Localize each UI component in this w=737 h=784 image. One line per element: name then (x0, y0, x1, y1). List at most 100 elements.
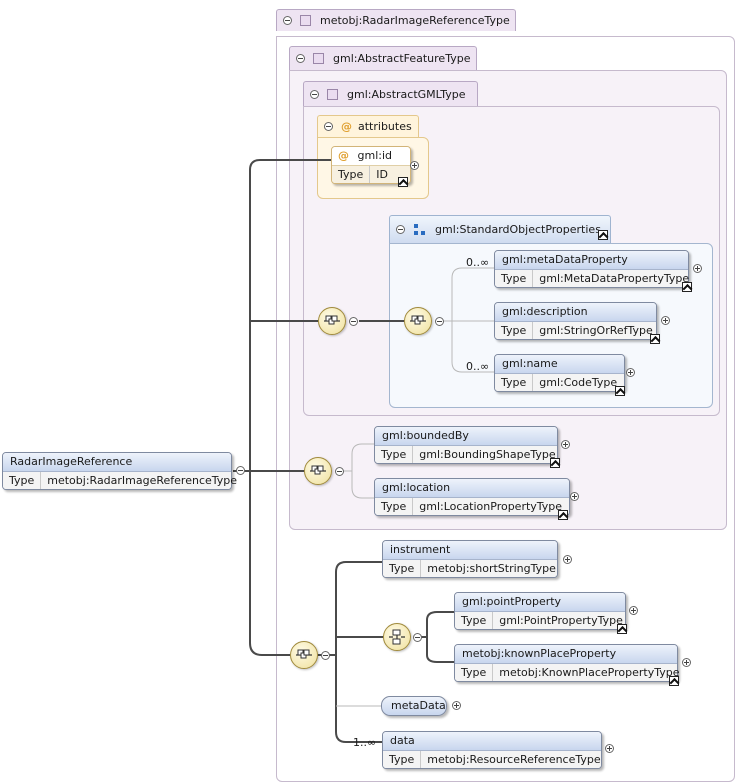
type-value: gml:CodeType (539, 376, 618, 389)
container-label: gml:AbstractFeatureType (333, 52, 471, 65)
sequence-compositor-radar-type[interactable] (290, 641, 318, 669)
sequence-icon (296, 649, 312, 659)
element-header: RadarImageReference (3, 453, 231, 472)
collapse-icon[interactable] (236, 466, 245, 475)
cardinality-label: 0..∞ (466, 256, 490, 269)
collapse-icon[interactable] (349, 317, 358, 326)
type-value: metobj:KnownPlacePropertyType (499, 666, 680, 679)
element-instrument[interactable]: instrument Type metobj:shortStringType (382, 540, 558, 578)
go-to-definition-icon[interactable] (550, 458, 560, 468)
expand-icon[interactable] (410, 161, 419, 170)
expand-icon[interactable] (682, 658, 691, 667)
go-to-definition-icon[interactable] (615, 386, 625, 396)
complex-type-icon (300, 15, 311, 26)
expand-icon[interactable] (561, 440, 570, 449)
collapse-icon[interactable] (335, 467, 344, 476)
type-value: metobj:ResourceReferenceType (427, 753, 601, 766)
go-to-definition-icon[interactable] (669, 676, 679, 686)
expand-icon[interactable] (452, 701, 461, 710)
element-meta-data[interactable]: metaData (381, 696, 447, 716)
element-data[interactable]: data Type metobj:ResourceReferenceType (382, 731, 602, 769)
element-name: RadarImageReference (10, 455, 133, 468)
cardinality-label: 0..∞ (466, 360, 490, 373)
type-key: Type (375, 446, 414, 463)
thin-wires (336, 267, 494, 707)
type-key: Type (495, 374, 534, 391)
element-name: gml:metaDataProperty (502, 253, 628, 266)
thick-wires (233, 159, 454, 743)
element-name: metaData (391, 699, 446, 712)
element-name: gml:location (382, 481, 451, 494)
sequence-compositor-standard-object-properties[interactable] (404, 307, 432, 335)
attribute-gml-id[interactable]: @ gml:id Type ID (331, 146, 411, 187)
collapse-icon[interactable] (283, 16, 292, 25)
abstract-feature-type-header[interactable]: gml:AbstractFeatureType (289, 46, 477, 70)
expand-icon[interactable] (605, 744, 614, 753)
collapse-icon[interactable] (435, 317, 444, 326)
element-name: instrument (390, 543, 451, 556)
expand-icon[interactable] (626, 368, 635, 377)
sequence-compositor-abstract-feature[interactable] (304, 457, 332, 485)
type-key: Type (383, 751, 422, 768)
abstract-gml-type-header[interactable]: gml:AbstractGMLType (303, 81, 478, 106)
type-key: Type (383, 560, 422, 577)
expand-icon[interactable] (661, 316, 670, 325)
type-value: metobj:RadarImageReferenceType (47, 474, 238, 487)
radar-image-reference-type-header[interactable]: metobj:RadarImageReferenceType (276, 9, 516, 31)
collapse-icon[interactable] (310, 89, 319, 99)
expand-icon[interactable] (570, 492, 579, 501)
root-element-radar-image-reference[interactable]: RadarImageReference Type metobj:RadarIma… (2, 452, 237, 490)
type-value: gml:BoundingShapeType (419, 448, 556, 461)
container-label: metobj:RadarImageReferenceType (320, 14, 510, 27)
collapse-icon[interactable] (324, 122, 333, 131)
go-to-definition-icon[interactable] (558, 510, 568, 520)
expand-icon[interactable] (693, 264, 702, 273)
complex-type-icon (327, 88, 338, 100)
expand-icon[interactable] (563, 555, 572, 564)
type-value: ID (376, 168, 388, 181)
element-name: gml:boundedBy (382, 429, 469, 442)
element-name: data (390, 734, 415, 747)
element-name: gml:pointProperty (462, 595, 562, 608)
sequence-icon (324, 315, 340, 325)
collapse-icon[interactable] (296, 54, 305, 63)
standard-object-properties-header[interactable]: gml:StandardObjectProperties (389, 215, 611, 243)
element-name: metobj:knownPlaceProperty (462, 647, 617, 660)
collapse-icon[interactable] (321, 651, 330, 660)
type-value: gml:StringOrRefType (539, 324, 653, 337)
go-to-definition-icon[interactable] (617, 624, 627, 634)
choice-compositor[interactable] (383, 623, 411, 651)
element-gml-bounded-by[interactable]: gml:boundedBy Type gml:BoundingShapeType (374, 426, 560, 468)
element-name: gml:description (502, 305, 588, 318)
element-gml-description[interactable]: gml:description Type gml:StringOrRefType (494, 302, 660, 344)
collapse-icon[interactable] (396, 225, 405, 234)
type-value: metobj:shortStringType (427, 562, 556, 575)
collapse-icon[interactable] (413, 633, 422, 642)
type-key: Type (3, 472, 42, 489)
element-gml-location[interactable]: gml:location Type gml:LocationPropertyTyp… (374, 478, 570, 520)
type-key: Type (495, 322, 534, 339)
go-to-definition-icon[interactable] (398, 177, 408, 187)
attribute-icon: @ (341, 120, 352, 133)
attributes-header[interactable]: @ attributes (317, 115, 419, 137)
group-label: gml:StandardObjectProperties (435, 223, 601, 236)
group-icon (414, 223, 426, 236)
type-key: Type (495, 270, 534, 287)
attribute-icon: @ (338, 149, 349, 162)
sequence-compositor-abstract-gml[interactable] (318, 307, 346, 335)
complex-type-icon (313, 53, 324, 64)
type-key: Type (375, 498, 414, 515)
go-to-definition-icon[interactable] (598, 230, 608, 240)
attributes-label: attributes (358, 120, 412, 133)
go-to-definition-icon[interactable] (682, 282, 692, 292)
expand-icon[interactable] (629, 606, 638, 615)
go-to-definition-icon[interactable] (650, 334, 660, 344)
choice-icon (389, 629, 405, 645)
type-value: gml:LocationPropertyType (419, 500, 563, 513)
sequence-icon (310, 465, 326, 475)
